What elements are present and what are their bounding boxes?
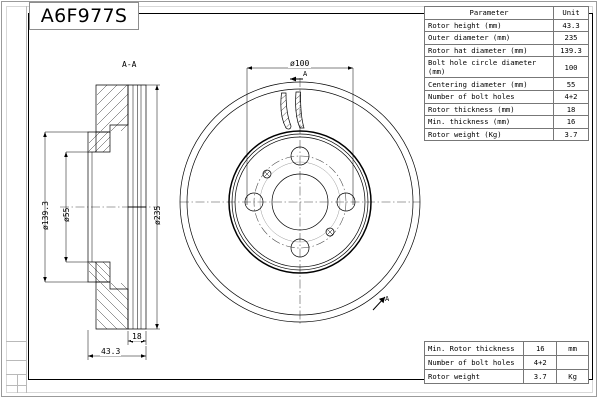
- summary-name: Min. Rotor thickness: [423, 341, 525, 356]
- drawing-area-border: [28, 13, 593, 380]
- dim-label-bolt-circle-diameter: ø100: [288, 59, 312, 68]
- parameter-name: Rotor weight (Kg): [423, 127, 555, 142]
- parameter-table-header-name: Parameter: [423, 6, 555, 20]
- section-view-title: A-A: [122, 60, 137, 69]
- parameter-value: 16: [553, 115, 589, 129]
- summary-value: 3.7: [523, 369, 558, 384]
- face-view: [179, 66, 421, 325]
- parameter-name: Number of bolt holes: [423, 89, 555, 104]
- table-row: Rotor height (mm) 43.3: [423, 18, 589, 33]
- parameter-name: Centering diameter (mm): [423, 77, 555, 91]
- parameter-name: Rotor height (mm): [423, 18, 555, 33]
- parameter-value: 235: [553, 31, 589, 45]
- summary-name: Number of bolt holes: [423, 355, 525, 370]
- summary-table: Min. Rotor thickness 16 mm Number of bol…: [423, 341, 589, 384]
- part-number-label: A6F977S: [40, 4, 128, 27]
- table-row: Number of bolt holes 4+2: [423, 355, 589, 370]
- title-block: A6F977S: [29, 2, 139, 30]
- parameter-value: 100: [553, 56, 589, 79]
- table-row: Min. thickness (mm) 16: [423, 115, 589, 129]
- dim-label-outer-diameter: ø235: [153, 205, 162, 225]
- dim-label-thickness: 18: [131, 332, 143, 341]
- left-margin-strip: [6, 6, 27, 393]
- parameter-value: 43.3: [553, 18, 589, 33]
- parameter-name: Rotor thickness (mm): [423, 102, 555, 117]
- section-mark-a-bottom: A: [385, 295, 390, 303]
- parameter-value: 55: [553, 77, 589, 91]
- table-row: Outer diameter (mm) 235: [423, 31, 589, 45]
- summary-unit: [556, 355, 589, 370]
- table-row: Rotor thickness (mm) 18: [423, 102, 589, 117]
- cross-section-view: [43, 84, 160, 360]
- parameter-table-header-unit: Unit: [553, 6, 589, 20]
- table-row: Rotor hat diameter (mm) 139.3: [423, 43, 589, 58]
- margin-divider-3: [6, 374, 27, 375]
- parameter-value: 4+2: [553, 89, 589, 104]
- table-row: Min. Rotor thickness 16 mm: [423, 341, 589, 356]
- table-row: Number of bolt holes 4+2: [423, 89, 589, 104]
- parameter-name: Bolt hole circle diameter (mm): [423, 56, 555, 79]
- summary-unit: Kg: [556, 369, 589, 384]
- dim-label-centering-diameter: ø55: [62, 207, 71, 222]
- table-row: Rotor weight 3.7 Kg: [423, 369, 589, 384]
- margin-divider-1: [6, 341, 27, 342]
- table-row: Bolt hole circle diameter (mm) 100: [423, 56, 589, 79]
- margin-divider-4: [6, 385, 27, 386]
- summary-name: Rotor weight: [423, 369, 525, 384]
- table-row: Rotor weight (Kg) 3.7: [423, 127, 589, 142]
- margin-divider-2: [6, 360, 27, 361]
- cooling-vanes: [280, 91, 305, 130]
- parameter-name: Outer diameter (mm): [423, 31, 555, 45]
- summary-unit: mm: [556, 341, 589, 356]
- section-mark-a-top: A: [303, 70, 308, 78]
- parameter-table-header-row: Parameter Unit: [423, 6, 589, 20]
- dim-label-hat-diameter: ø139.3: [41, 201, 50, 230]
- parameter-value: 139.3: [553, 43, 589, 58]
- margin-divider-vertical: [17, 374, 18, 393]
- parameter-table: Parameter Unit Rotor height (mm) 43.3 Ou…: [423, 6, 589, 142]
- summary-value: 16: [523, 341, 558, 356]
- summary-value: 4+2: [523, 355, 558, 370]
- dim-label-rotor-height: 43.3: [100, 347, 122, 356]
- table-row: Centering diameter (mm) 55: [423, 77, 589, 91]
- parameter-name: Min. thickness (mm): [423, 115, 555, 129]
- parameter-name: Rotor hat diameter (mm): [423, 43, 555, 58]
- parameter-value: 3.7: [553, 127, 589, 142]
- parameter-value: 18: [553, 102, 589, 117]
